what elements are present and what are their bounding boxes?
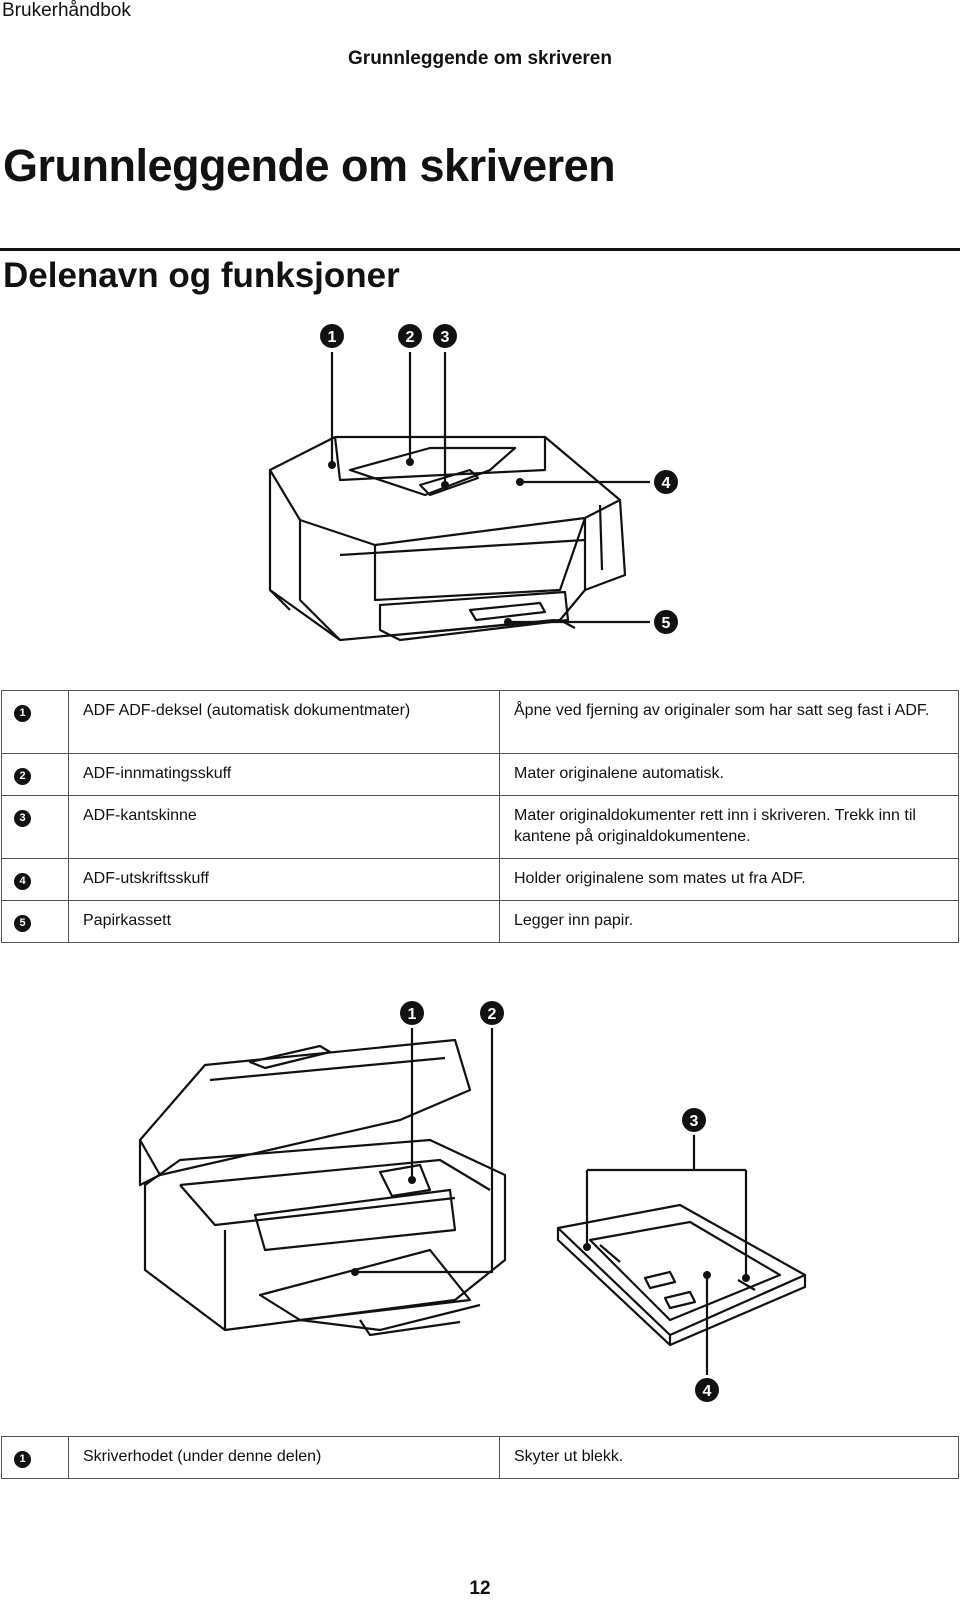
page-title: Grunnleggende om skriveren [3,140,616,191]
part-name: ADF-utskriftsskuff [68,858,500,901]
open-printer-drawing [138,1038,507,1337]
callout-1 [320,324,344,348]
table-row: 5 Papirkassett Legger inn papir. [1,900,959,943]
callout-5 [654,610,678,634]
svg-text:2: 2 [488,1006,497,1023]
printer-drawing [268,435,627,642]
table-row: 4 ADF-utskriftsskuff Holder originalene … [1,858,959,901]
callout-3 [682,1108,706,1132]
part-description: Holder originalene som mates ut fra ADF. [499,858,959,901]
section-subtitle: Delenavn og funksjoner [3,256,400,295]
part-description: Mater originaldokumenter rett inn i skri… [499,795,959,859]
table-row: 2 ADF-innmatingsskuff Mater originalene … [1,753,959,796]
part-name: ADF ADF-deksel (automatisk dokumentmater… [68,690,500,754]
callout-markers: 1 2 3 4 5 [320,324,678,634]
callout-markers-2: 1 2 3 4 [400,1001,719,1402]
row-number-badge: 3 [14,810,31,827]
section-header: Grunnleggende om skriveren [348,48,612,69]
row-number-badge: 1 [14,705,31,722]
callout-4 [695,1378,719,1402]
callout-2 [480,1001,504,1025]
callout-2 [398,324,422,348]
running-header: Brukerhåndbok [2,0,131,21]
svg-text:4: 4 [703,1383,712,1400]
svg-text:5: 5 [662,615,671,632]
part-name: ADF-innmatingsskuff [68,753,500,796]
part-name: ADF-kantskinne [68,795,500,859]
part-name: Papirkassett [68,900,500,943]
table-row: 1 ADF ADF-deksel (automatisk dokumentmat… [1,690,959,754]
part-description: Åpne ved fjerning av originaler som har … [499,690,959,754]
parts-table-2: 1 Skriverhodet (under denne delen) Skyte… [1,1436,959,1479]
leader-lines [330,352,650,624]
callout-4 [654,470,678,494]
leader-lines-2 [355,1028,748,1375]
row-number-badge: 2 [14,768,31,785]
row-number-badge: 1 [14,1451,31,1468]
row-number-badge: 5 [14,915,31,932]
cassette-drawing [556,1203,807,1347]
part-description: Legger inn papir. [499,900,959,943]
svg-text:1: 1 [328,329,337,346]
part-description: Mater originalene automatisk. [499,753,959,796]
callout-3 [433,324,457,348]
svg-text:1: 1 [408,1006,417,1023]
printer-exterior-figure: 1 2 3 4 5 [268,324,678,642]
svg-text:3: 3 [690,1113,699,1130]
leader-dots [328,458,524,626]
row-number-badge: 4 [14,873,31,890]
svg-text:3: 3 [441,329,450,346]
table-row: 1 Skriverhodet (under denne delen) Skyte… [1,1436,959,1479]
svg-text:4: 4 [662,475,671,492]
page-number: 12 [469,1578,491,1599]
part-name: Skriverhodet (under denne delen) [68,1436,500,1479]
leader-dots-2 [351,1176,750,1282]
table-row: 3 ADF-kantskinne Mater originaldokumente… [1,795,959,859]
svg-text:2: 2 [406,329,415,346]
parts-table-1: 1 ADF ADF-deksel (automatisk dokumentmat… [1,690,959,943]
printer-interior-figure: 1 2 3 4 [138,1001,807,1402]
part-description: Skyter ut blekk. [499,1436,959,1479]
title-rule [0,248,960,251]
callout-1 [400,1001,424,1025]
